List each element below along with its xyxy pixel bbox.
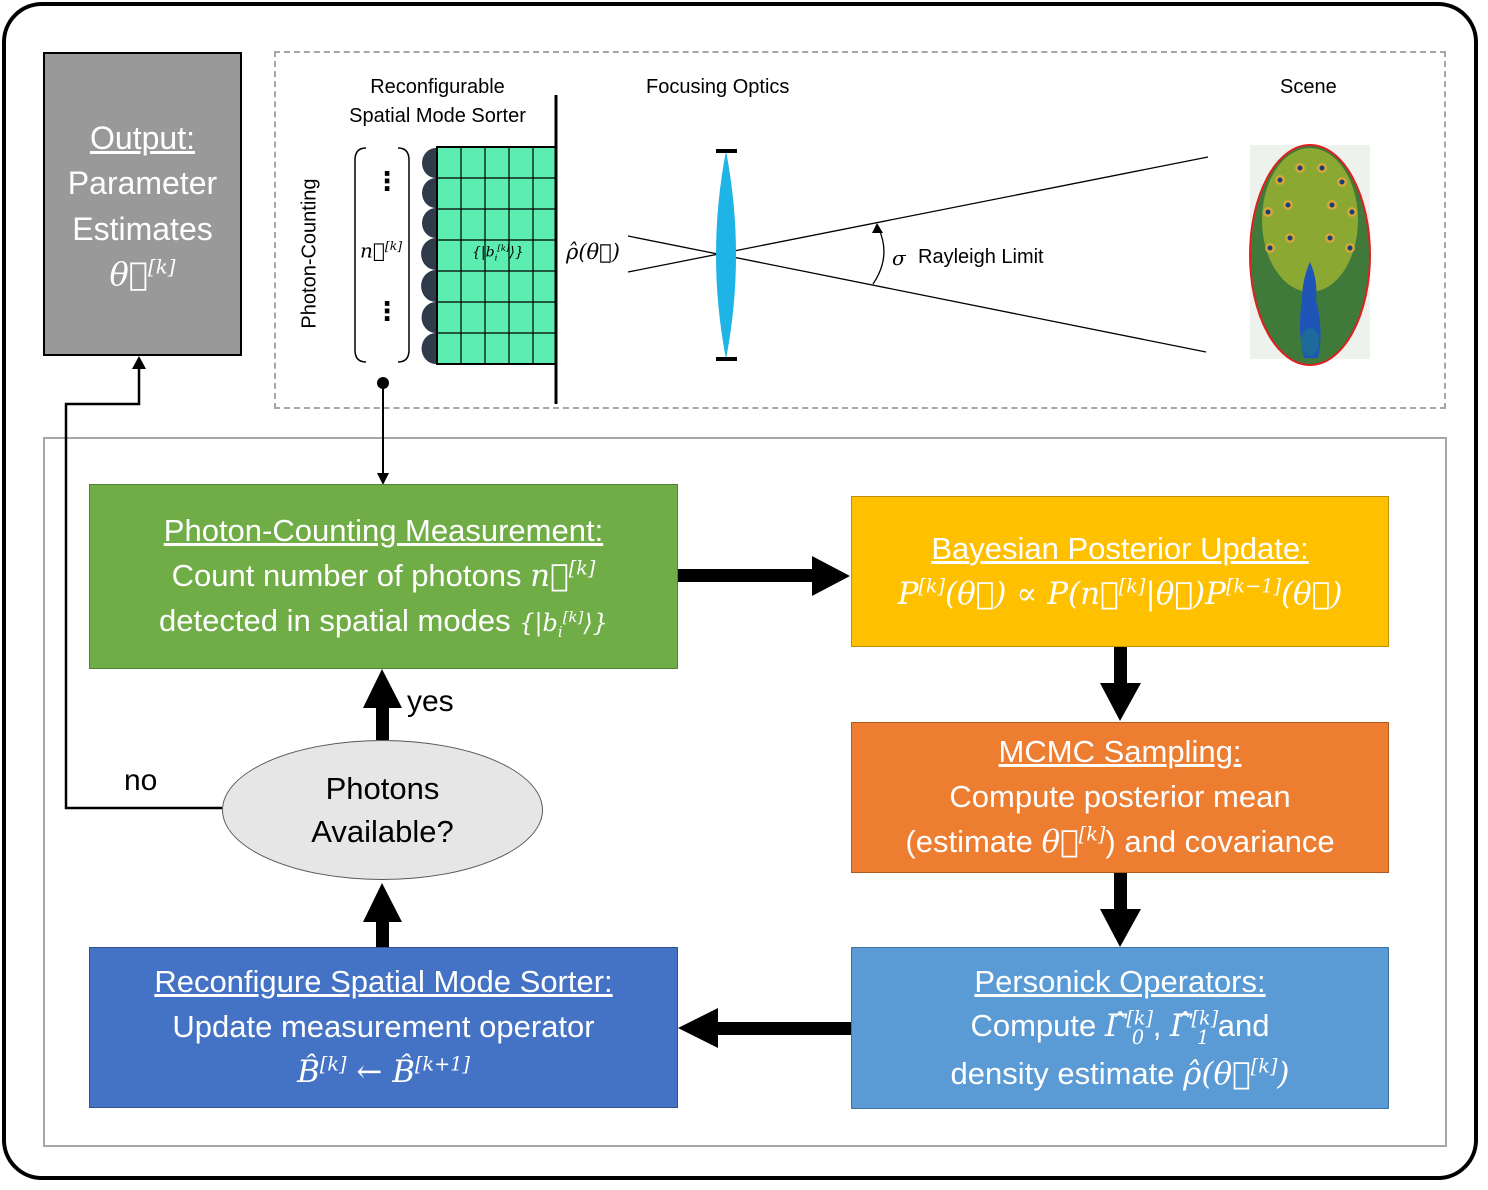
sigma-label: σ	[892, 246, 906, 270]
optical-setup-panel	[274, 51, 1446, 409]
output-theta-symbol: θ⃗[k]	[109, 255, 176, 294]
scene-image	[1249, 144, 1371, 366]
no-label: no	[124, 764, 158, 797]
measurement-line2: detected in spatial modes {|bi[k]⟩}	[159, 602, 608, 641]
output-box: Output: Parameter Estimates θ⃗[k]	[43, 52, 242, 356]
reconfigure-title: Reconfigure Spatial Mode Sorter:	[154, 964, 613, 1000]
mode-sorter-grid	[436, 146, 557, 365]
dots-lower: ⋮	[374, 296, 400, 326]
no-feedback-line	[64, 362, 222, 810]
n-vector-label: n⃗[k]	[360, 238, 403, 263]
sorter-label: Reconfigurable Spatial Mode Sorter	[335, 73, 540, 131]
mcmc-title: MCMC Sampling:	[998, 734, 1242, 770]
output-line-estimates: Estimates	[72, 210, 213, 247]
lens-shape	[716, 149, 737, 361]
personick-line1: Compute Γ̂[k]0 , Γ̂[k]1 and	[970, 1007, 1270, 1049]
decision-line2: Available?	[311, 814, 454, 849]
mcmc-sampling-box: MCMC Sampling: Compute posterior mean (e…	[851, 722, 1389, 873]
arrow-personick-to-reconfigure	[678, 1008, 851, 1048]
sorter-label-line2: Spatial Mode Sorter	[349, 105, 526, 127]
bayesian-posterior-update-box: Bayesian Posterior Update: P[k](θ⃗) ∝ P(…	[851, 496, 1389, 647]
output-line-parameter: Parameter	[67, 165, 218, 202]
focusing-optics-label: Focusing Optics	[646, 76, 790, 98]
decision-line1: Photons	[325, 770, 440, 806]
arrow-reconfigure-to-decision	[363, 883, 402, 947]
measurement-title: Photon-Counting Measurement:	[163, 513, 604, 549]
photons-available-decision: Photons Available?	[222, 740, 543, 880]
scene-label: Scene	[1280, 76, 1337, 98]
rho-label: ρ̂(θ⃗)	[566, 240, 620, 264]
mcmc-line1: Compute posterior mean	[949, 779, 1291, 815]
arrow-mcmc-to-personick	[1100, 873, 1141, 947]
reconfigure-equation: B̂[k] ← B̂[k+1]	[297, 1052, 470, 1090]
arrow-bayes-to-mcmc	[1100, 647, 1141, 721]
sorter-label-line1: Reconfigurable	[370, 76, 505, 98]
personick-title: Personick Operators:	[974, 963, 1266, 999]
detector-arrowhead	[377, 473, 389, 485]
dots-upper: ⋮	[374, 166, 400, 196]
arrow-measurement-to-bayes	[678, 556, 850, 596]
bayes-equation: P[k](θ⃗) ∝ P(n⃗[k]|θ⃗)P[k−1](θ⃗)	[897, 574, 1343, 612]
detector-bumps	[421, 148, 436, 364]
algorithm-loop-panel	[43, 437, 1447, 1147]
bracket-left	[354, 147, 410, 363]
personick-operators-box: Personick Operators: Compute Γ̂[k]0 , Γ̂…	[851, 947, 1389, 1109]
personick-line2: density estimate ρ̂(θ⃗[k])	[950, 1054, 1290, 1092]
reconfigure-sorter-box: Reconfigure Spatial Mode Sorter: Update …	[89, 947, 678, 1108]
reconfigure-line1: Update measurement operator	[172, 1009, 595, 1045]
no-feedback-arrowhead	[132, 356, 146, 369]
output-title: Output:	[90, 120, 195, 156]
basis-label: {|bi[k]⟩}	[472, 244, 524, 264]
measurement-line1: Count number of photons n⃗[k]	[171, 556, 596, 595]
rayleigh-limit-label: Rayleigh Limit	[918, 246, 1044, 268]
photon-counting-measurement-box: Photon-Counting Measurement: Count numbe…	[89, 484, 678, 669]
yes-label: yes	[407, 685, 454, 718]
angle-arc	[872, 226, 885, 285]
angle-arrowhead	[872, 223, 883, 233]
photon-counting-label: Photon-Counting	[298, 178, 321, 329]
arrow-decision-to-measurement	[363, 669, 402, 740]
bayes-title: Bayesian Posterior Update:	[931, 530, 1309, 566]
mcmc-line2: (estimate θ⃗[k]) and covariance	[905, 822, 1335, 860]
